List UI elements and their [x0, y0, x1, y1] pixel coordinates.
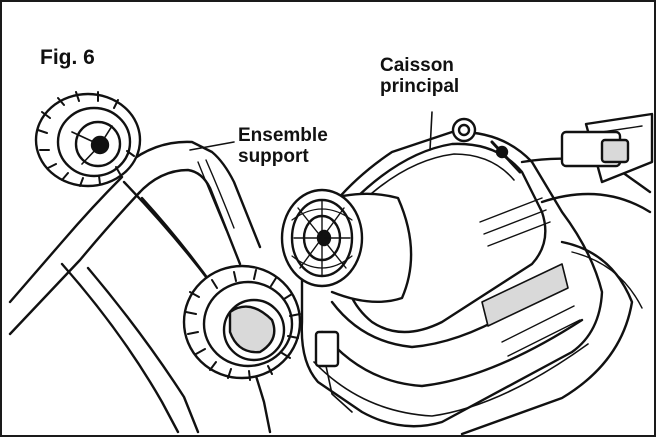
callout-caisson-line2: principal	[380, 75, 460, 97]
main-housing	[300, 112, 654, 435]
upper-wheel	[34, 91, 142, 188]
lower-wheel	[182, 264, 302, 381]
callout-ensemble-support: Ensemble support	[238, 125, 328, 168]
leader-line-caisson	[429, 111, 433, 151]
callout-caisson-line1: Caisson	[380, 55, 454, 76]
figure-label: Fig. 6	[40, 46, 95, 69]
leader-line-support	[189, 141, 235, 151]
callout-support-line2: support	[238, 145, 309, 167]
fan-cylinder	[280, 188, 413, 303]
callout-support-line1: Ensemble	[238, 125, 328, 146]
callout-caisson-principal: Caisson principal	[380, 55, 460, 98]
support-frame	[8, 140, 272, 434]
